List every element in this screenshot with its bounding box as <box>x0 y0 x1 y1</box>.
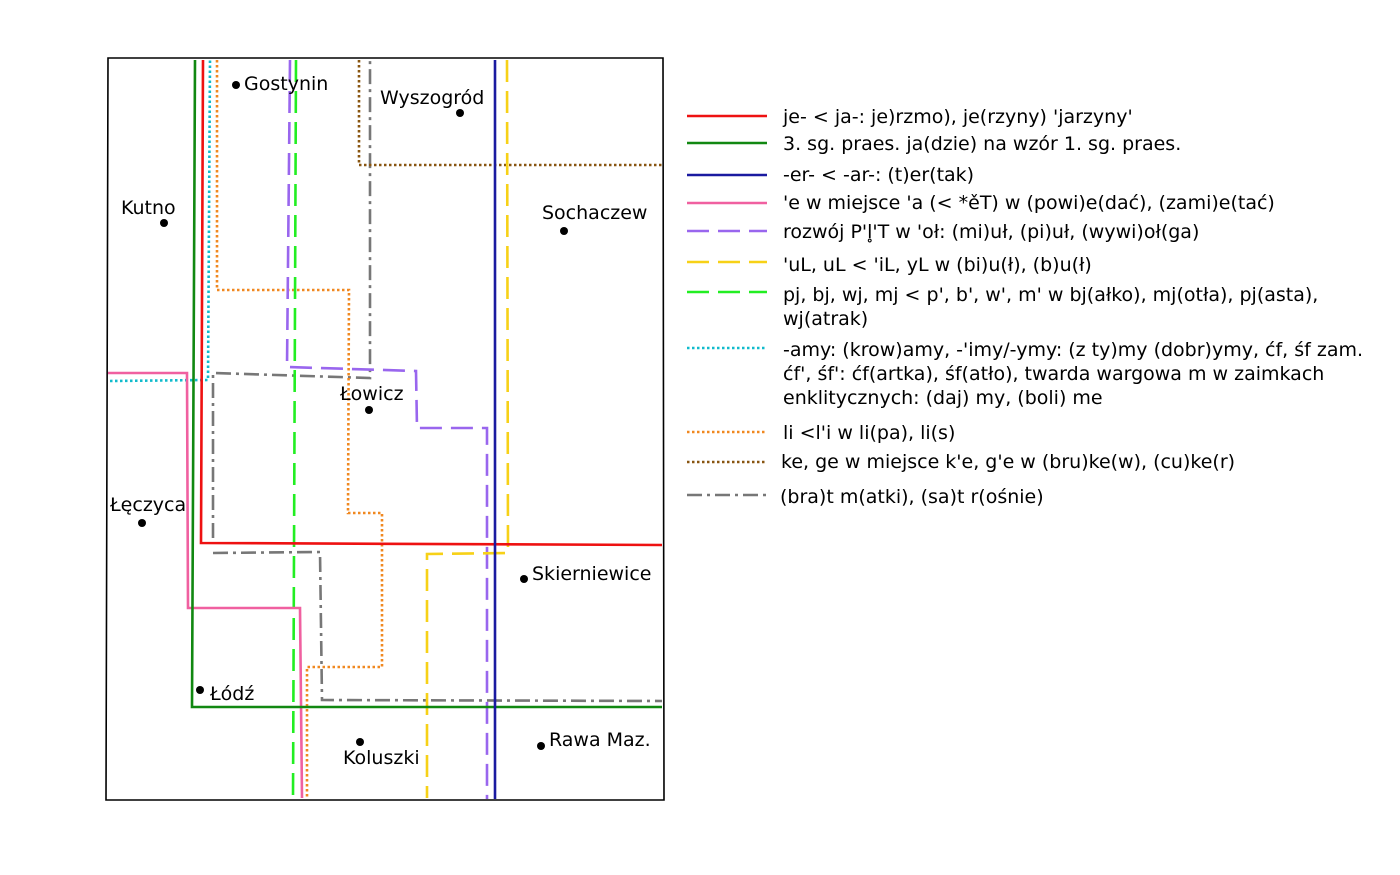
legend-label: -er- < -ar-: (t)er(tak) <box>783 164 974 186</box>
town-lowicz: Łowicz <box>339 383 404 414</box>
town-dot <box>365 406 373 414</box>
isogloss-line-yellow <box>425 59 510 798</box>
town-label: Rawa Maz. <box>549 729 651 751</box>
legend-label-line3: enklitycznych: (daj) my, (boli) me <box>783 387 1103 409</box>
legend-item-cyan: -amy: (krow)amy, -'imy/-ymy: (z ty)my (d… <box>687 339 1363 409</box>
town-skierniewice: Skierniewice <box>520 563 651 585</box>
isogloss-lines <box>108 59 663 799</box>
town-leczyca: Łęczyca <box>109 494 186 527</box>
legend-item-orange: li <l'i w li(pa), li(s) <box>687 422 955 444</box>
legend-label: pj, bj, wj, mj < p', b', w', m' w bj(ałk… <box>783 284 1318 306</box>
legend-label: je- < ja-: je)rzmo), je(rzyny) 'jarzyny' <box>782 106 1133 128</box>
town-label: Wyszogród <box>380 87 484 109</box>
town-dot <box>520 575 528 583</box>
town-kutno: Kutno <box>121 197 176 227</box>
town-label: Sochaczew <box>542 202 647 224</box>
legend-item-brown: ke, ge w miejsce k'e, g'e w (bru)ke(w), … <box>687 451 1235 473</box>
legend-label-line2: ćf', śf': ćf(artka), śf(atło), twarda wa… <box>783 363 1324 385</box>
town-dot <box>456 109 464 117</box>
legend-item-lime: pj, bj, wj, mj < p', b', w', m' w bj(ałk… <box>687 284 1318 330</box>
town-koluszki: Koluszki <box>343 738 420 769</box>
legend-item-pink: 'e w miejsce 'a (< *ěT) w (powi)e(dać), … <box>687 192 1275 214</box>
town-dot <box>560 227 568 235</box>
town-label: Skierniewice <box>532 563 651 585</box>
legend: je- < ja-: je)rzmo), je(rzyny) 'jarzyny'… <box>687 106 1363 508</box>
town-label: Łódź <box>209 683 254 705</box>
town-dot <box>196 686 204 694</box>
legend-label-line2: wj(atrak) <box>783 308 868 330</box>
map-frame <box>105 57 665 801</box>
town-dot <box>537 742 545 750</box>
legend-item-gray: (bra)t m(atki), (sa)t r(ośnie) <box>687 486 1044 508</box>
legend-item-yellow: 'uL, uL < 'iL, yL w (bi)u(ł), (b)u(ł) <box>687 254 1092 276</box>
isogloss-line-gray-south <box>212 550 663 703</box>
towns: Gostynin Wyszogród Kutno Sochaczew Łowic… <box>109 73 651 769</box>
isogloss-line-pink <box>108 371 304 799</box>
legend-label: rozwój P'l̥'T w 'oł: (mi)uł, (pi)uł, (wy… <box>783 221 1199 244</box>
town-gostynin: Gostynin <box>232 73 328 95</box>
town-sochaczew: Sochaczew <box>542 202 647 235</box>
legend-label: ke, ge w miejsce k'e, g'e w (bru)ke(w), … <box>781 451 1235 473</box>
legend-label: li <l'i w li(pa), li(s) <box>783 422 955 444</box>
legend-item-violet: rozwój P'l̥'T w 'oł: (mi)uł, (pi)uł, (wy… <box>687 221 1199 244</box>
town-label: Kutno <box>121 197 176 219</box>
town-dot <box>160 219 168 227</box>
legend-label: -amy: (krow)amy, -'imy/-ymy: (z ty)my (d… <box>783 339 1363 361</box>
isogloss-line-red <box>199 59 663 547</box>
legend-item-green: 3. sg. praes. ja(dzie) na wzór 1. sg. pr… <box>687 133 1181 155</box>
legend-item-navy: -er- < -ar-: (t)er(tak) <box>687 164 974 186</box>
isogloss-line-brown <box>357 60 662 167</box>
legend-item-red: je- < ja-: je)rzmo), je(rzyny) 'jarzyny' <box>687 106 1133 128</box>
legend-label: (bra)t m(atki), (sa)t r(ośnie) <box>780 486 1044 508</box>
legend-label: 3. sg. praes. ja(dzie) na wzór 1. sg. pr… <box>783 133 1181 155</box>
town-label: Łowicz <box>339 383 404 405</box>
isogloss-line-gray-west <box>211 60 372 538</box>
town-label: Gostynin <box>244 73 328 95</box>
legend-label: 'uL, uL < 'iL, yL w (bi)u(ł), (b)u(ł) <box>783 254 1092 276</box>
town-dot <box>138 519 146 527</box>
isogloss-line-orange <box>215 60 384 798</box>
town-lodz: Łódź <box>196 683 254 705</box>
town-label: Koluszki <box>343 747 420 769</box>
town-dot <box>232 81 240 89</box>
town-label: Łęczyca <box>109 494 186 516</box>
isogloss-line-cyan <box>109 59 212 383</box>
town-dot <box>356 738 364 746</box>
isogloss-line-green <box>190 59 662 709</box>
legend-label: 'e w miejsce 'a (< *ěT) w (powi)e(dać), … <box>783 192 1275 214</box>
town-wyszogrod: Wyszogród <box>380 87 484 117</box>
isogloss-line-violet <box>285 59 489 799</box>
town-rawa: Rawa Maz. <box>537 729 651 751</box>
